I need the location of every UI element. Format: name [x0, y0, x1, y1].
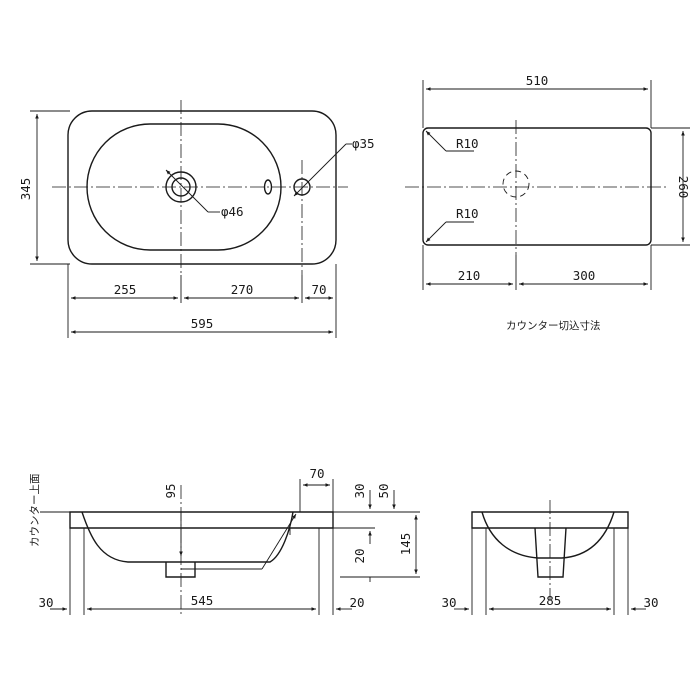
- front-dim-30-label: 30: [352, 483, 367, 498]
- dim-255-label: 255: [114, 282, 137, 297]
- radius-top-label: R10: [456, 136, 479, 151]
- tap-hole: [293, 178, 311, 196]
- radius-bottom-label: R10: [456, 206, 479, 221]
- front-dim-145-label: 145: [398, 533, 413, 556]
- dim-270-label: 270: [231, 282, 254, 297]
- overflow-hole: [263, 179, 273, 195]
- tap-diameter-label: φ35: [352, 136, 375, 151]
- side-dim-30-right-label: 30: [643, 595, 658, 610]
- drain-hidden-circle: [502, 170, 530, 198]
- side-section: 30 285 30: [441, 500, 659, 615]
- side-dim-30-left-label: 30: [441, 595, 456, 610]
- cutout-view: R10 R10 510 260 210 300 カウンター切込寸法: [405, 73, 691, 332]
- dim-210-label: 210: [458, 268, 481, 283]
- front-dim-30-left-label: 30: [38, 595, 53, 610]
- drain-outer: [165, 171, 197, 203]
- dim-70-label: 70: [311, 282, 326, 297]
- front-bowl: [81, 511, 294, 563]
- dim-595-label: 595: [191, 316, 214, 331]
- cutout-outline: [422, 127, 652, 246]
- side-dim-285-label: 285: [539, 593, 562, 608]
- dim-260-label: 260: [676, 176, 691, 199]
- top-view: φ46 φ35 345 255 270 70 595: [18, 100, 375, 338]
- front-dim-20-right-label: 20: [349, 595, 364, 610]
- height-345-label: 345: [18, 178, 33, 201]
- front-drain-pipe: [165, 562, 196, 578]
- front-dim-95-label: 95: [163, 483, 178, 498]
- side-bowl: [481, 511, 615, 559]
- front-rim: [69, 511, 334, 529]
- counter-top-label: カウンター上面: [29, 474, 41, 548]
- drain-inner: [171, 177, 191, 197]
- drain-diameter-label: φ46: [221, 204, 244, 219]
- front-section: カウンター上面 70 95 30 50 20: [29, 466, 420, 615]
- front-dim-20-lower-label: 20: [352, 548, 367, 563]
- front-dim-70-label: 70: [309, 466, 324, 481]
- bowl-outline: [86, 123, 282, 251]
- basin-outline: [67, 110, 337, 265]
- front-dim-545-label: 545: [191, 593, 214, 608]
- front-dim-50-label: 50: [376, 483, 391, 498]
- dim-510-label: 510: [526, 73, 549, 88]
- side-drain-pipe: [534, 527, 567, 578]
- dim-300-label: 300: [573, 268, 596, 283]
- cutout-caption: カウンター切込寸法: [506, 319, 601, 332]
